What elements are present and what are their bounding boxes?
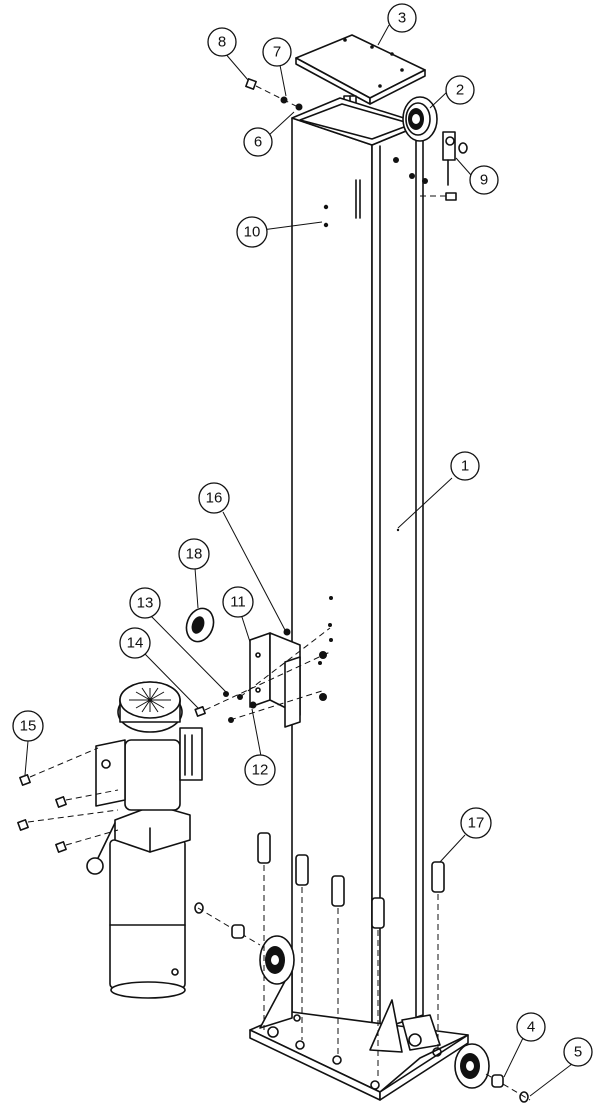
callout-5: 5	[563, 1037, 593, 1067]
callout-label-14: 14	[127, 635, 144, 652]
callout-label-10: 10	[244, 224, 261, 241]
top-pulley	[393, 96, 438, 184]
seal-ring	[185, 607, 215, 643]
callout-label-1: 1	[461, 458, 469, 475]
hydraulic-power-unit	[17, 681, 203, 999]
callout-7: 7	[262, 37, 292, 67]
callout-3: 3	[387, 3, 417, 33]
bottom-pulleys	[194, 902, 531, 1103]
callout-6: 6	[243, 127, 273, 157]
callout-label-13: 13	[137, 595, 154, 612]
callout-18: 18	[178, 538, 210, 570]
callout-label-2: 2	[456, 82, 464, 99]
callout-11: 11	[222, 586, 254, 618]
callout-label-5: 5	[574, 1044, 582, 1061]
callout-9: 9	[469, 165, 499, 195]
callout-2: 2	[445, 75, 475, 105]
main-column	[291, 97, 424, 1033]
callout-14: 14	[119, 627, 151, 659]
column-base	[249, 967, 469, 1101]
anchor-bolts	[257, 832, 445, 1080]
callout-label-17: 17	[468, 815, 485, 832]
callout-16: 16	[198, 482, 230, 514]
callout-12: 12	[244, 754, 276, 786]
callout-10: 10	[236, 216, 268, 248]
callout-label-11: 11	[230, 594, 246, 611]
callout-15: 15	[12, 710, 44, 742]
callout-label-4: 4	[527, 1019, 535, 1036]
callout-label-8: 8	[218, 34, 226, 51]
callout-17: 17	[460, 807, 492, 839]
callout-label-18: 18	[186, 546, 203, 563]
callout-label-15: 15	[20, 718, 37, 735]
callout-13: 13	[129, 587, 161, 619]
leader-lines	[24, 24, 573, 1097]
callout-label-7: 7	[273, 44, 281, 61]
callout-4: 4	[516, 1012, 546, 1042]
callout-label-3: 3	[398, 10, 406, 27]
callout-label-12: 12	[252, 762, 269, 779]
callout-label-6: 6	[254, 134, 262, 151]
motor-bracket	[194, 627, 331, 728]
callout-8: 8	[207, 27, 237, 57]
callout-label-9: 9	[480, 172, 488, 189]
top-bolts	[245, 78, 303, 111]
callout-label-16: 16	[206, 490, 223, 507]
side-bracket	[420, 131, 468, 201]
callout-1: 1	[450, 451, 480, 481]
